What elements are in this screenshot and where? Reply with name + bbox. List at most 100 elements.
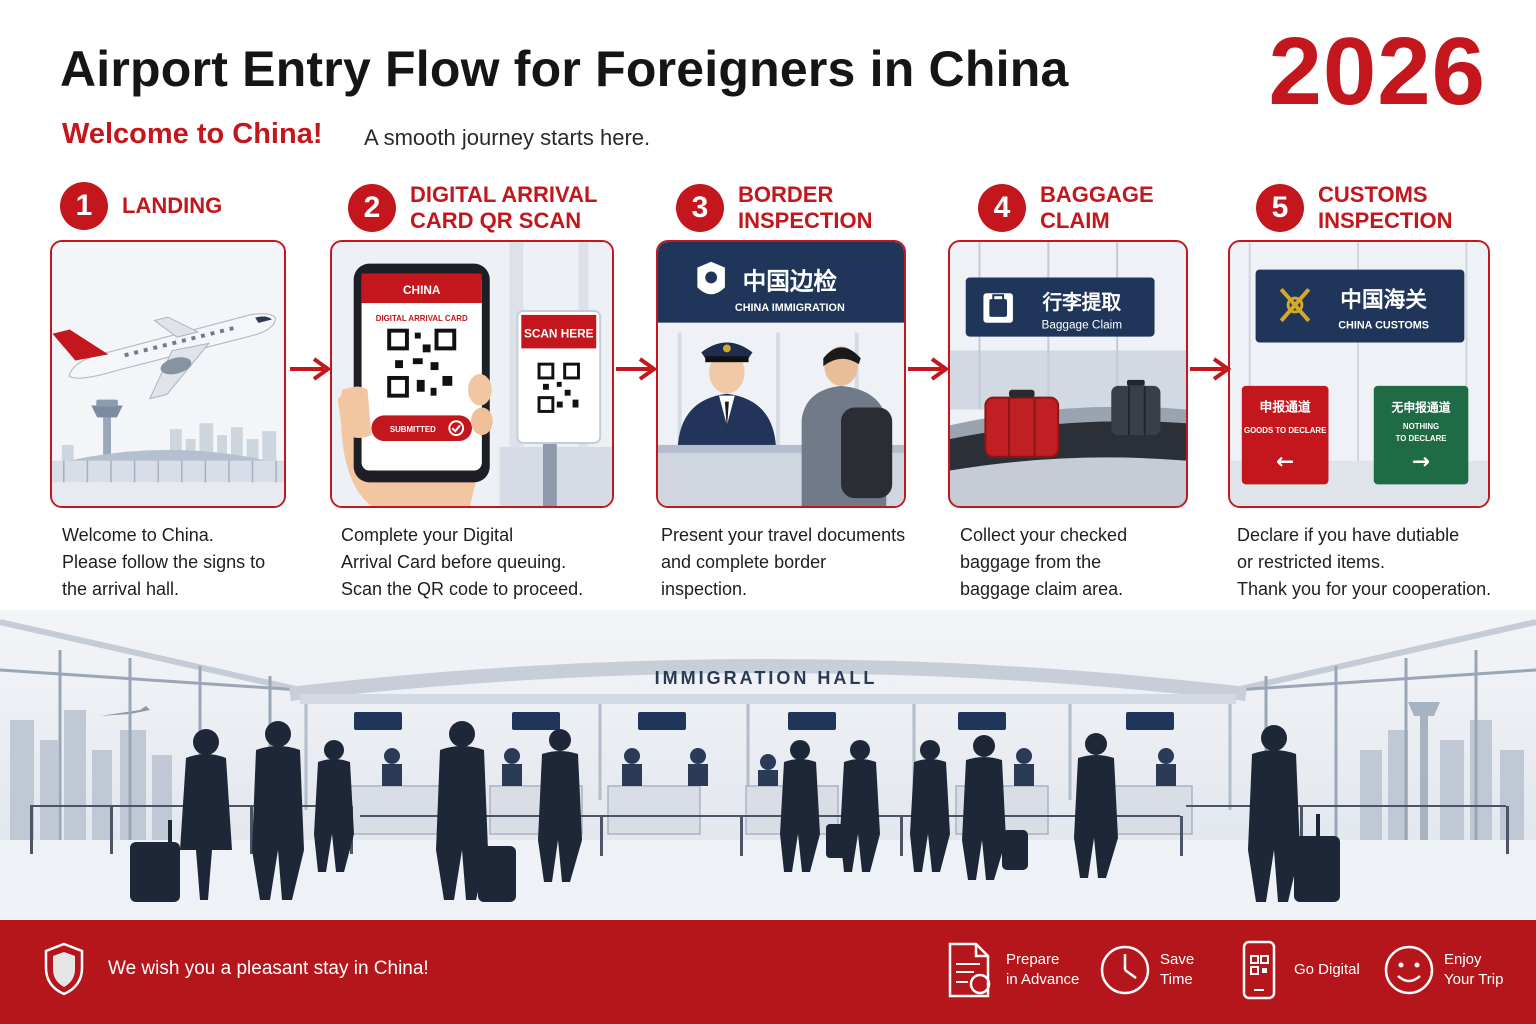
tagline: A smooth journey starts here. <box>364 125 651 150</box>
kiosk-label: SCAN HERE <box>524 327 594 341</box>
green-channel-sign: 无申报通道 NOTHING TO DECLARE → <box>1373 385 1469 485</box>
traveler-silhouette <box>962 735 1028 880</box>
customs-scene: 中国海关 CHINA CUSTOMS 申报通道 GOODS TO DECLARE… <box>1230 242 1488 506</box>
footer-bar: We wish you a pleasant stay in China! Pr… <box>0 920 1536 1024</box>
traveler-silhouette <box>538 729 582 882</box>
qr-scan-scene: SCAN HERE CHINA DIGITAL ARRIVAL CARD <box>332 242 612 506</box>
left-arrow-icon: ← <box>1276 450 1294 475</box>
red-channel-zh: 申报通道 <box>1260 399 1311 415</box>
step-5-title: CUSTOMS INSPECTION <box>1318 182 1453 233</box>
feature-save-time: Save Time <box>1098 940 1194 1000</box>
step-2-title: DIGITAL ARRIVAL CARD QR SCAN <box>410 182 598 233</box>
feature-save-time-label: Save Time <box>1160 951 1195 988</box>
luggage-sign-icon <box>983 293 1013 323</box>
red-channel-en: GOODS TO DECLARE <box>1244 426 1326 435</box>
page-title: Airport Entry Flow for Foreigners in Chi… <box>60 41 1069 97</box>
step-2-description: Complete your Digital Arrival Card befor… <box>341 525 584 599</box>
step-4-title: BAGGAGE CLAIM <box>1040 182 1154 233</box>
step-5-description: Declare if you have dutiable or restrict… <box>1237 525 1492 599</box>
step-4-illustration: 行李提取 Baggage Claim <box>948 240 1188 508</box>
phone-card-title: DIGITAL ARRIVAL CARD <box>376 314 468 323</box>
hall-label: IMMIGRATION HALL <box>655 668 878 688</box>
grey-suitcase-icon <box>1111 379 1161 436</box>
step-3-header: 3 BORDER INSPECTION <box>676 182 872 234</box>
step-2-number: 2 <box>348 184 396 232</box>
red-channel-sign: 申报通道 GOODS TO DECLARE ← <box>1241 385 1329 485</box>
flow-arrow-2-icon <box>616 357 658 381</box>
kiosk-qr-icon <box>537 360 581 416</box>
customs-sign-en: CHINA CUSTOMS <box>1338 320 1429 332</box>
distant-plane-icon <box>100 706 150 716</box>
step-2-illustration: SCAN HERE CHINA DIGITAL ARRIVAL CARD <box>330 240 614 508</box>
green-channel-en-2: TO DECLARE <box>1396 434 1447 443</box>
step-4-header: 4 BAGGAGE CLAIM <box>978 182 1154 234</box>
feature-go-digital-label: Go Digital <box>1294 961 1360 978</box>
year-label: 2026 <box>1268 18 1486 125</box>
airplane-icon <box>52 313 277 400</box>
baggage-sign-zh: 行李提取 <box>1041 291 1121 314</box>
step-4-description: Collect your checked baggage from the ba… <box>960 525 1128 599</box>
landing-scene <box>52 242 284 506</box>
traveler-silhouette <box>130 729 232 902</box>
traveler-silhouette <box>910 740 950 872</box>
step-1-description: Welcome to China. Please follow the sign… <box>62 525 266 599</box>
traveler-silhouette <box>314 740 354 872</box>
customs-emblem-icon <box>1279 287 1311 323</box>
step-5-number: 5 <box>1256 184 1304 232</box>
smiley-icon <box>1384 945 1434 995</box>
baggage-sign-en: Baggage Claim <box>1041 318 1122 332</box>
step-4-number: 4 <box>978 184 1026 232</box>
step-1-header: 1 LANDING <box>60 182 222 230</box>
right-control-tower-icon <box>1408 702 1440 840</box>
feature-go-digital: Go Digital <box>1232 940 1360 1000</box>
step-1-illustration <box>50 240 286 508</box>
control-tower-icon <box>91 399 123 465</box>
feature-prepare-label: Prepare in Advance <box>1006 951 1080 988</box>
traveler-silhouette <box>1248 725 1340 902</box>
feature-enjoy-label: Enjoy Your Trip <box>1444 951 1504 988</box>
traveler-silhouette <box>252 721 304 900</box>
document-icon <box>948 942 991 998</box>
green-channel-zh: 无申报通道 <box>1391 400 1451 414</box>
step-3-title: BORDER INSPECTION <box>738 182 873 233</box>
phone-status: SUBMITTED <box>390 425 436 434</box>
right-arrow-icon: → <box>1412 450 1430 475</box>
immigration-hall-scene: IMMIGRATION HALL <box>0 610 1536 922</box>
step-2-header: 2 DIGITAL ARRIVAL CARD QR SCAN <box>348 182 597 234</box>
traveler-silhouette <box>1074 733 1118 878</box>
flow-arrow-4-icon <box>1190 357 1232 381</box>
clock-icon <box>1100 945 1150 995</box>
feature-prepare: Prepare in Advance <box>944 940 1079 1000</box>
feature-enjoy: Enjoy Your Trip <box>1382 940 1503 1000</box>
step-5-header: 5 CUSTOMS INSPECTION <box>1256 182 1452 234</box>
welcome-heading: Welcome to China! <box>62 118 323 150</box>
traveler-silhouette <box>436 721 516 902</box>
border-inspection-scene: 中国边检 CHINA IMMIGRATION <box>658 242 904 506</box>
step-5-illustration: 中国海关 CHINA CUSTOMS 申报通道 GOODS TO DECLARE… <box>1228 240 1490 508</box>
step-3-number: 3 <box>676 184 724 232</box>
customs-sign-zh: 中国海关 <box>1340 287 1427 313</box>
step-1-title: LANDING <box>122 193 223 218</box>
phone-qr-icon <box>1242 940 1276 1000</box>
phone-qr-icon <box>387 328 457 398</box>
footer-message: We wish you a pleasant stay in China! <box>108 958 429 979</box>
step-3-description: Present your travel documents and comple… <box>661 525 906 599</box>
traveler <box>801 346 893 506</box>
flow-arrow-3-icon <box>908 357 950 381</box>
hand-phone: CHINA DIGITAL ARRIVAL CARD SUBMITTED <box>337 263 493 506</box>
traveler-silhouette <box>840 740 880 872</box>
green-channel-en-1: NOTHING <box>1403 422 1439 431</box>
immigration-sign-en: CHINA IMMIGRATION <box>735 302 845 314</box>
officer <box>677 342 777 449</box>
step-1-number: 1 <box>60 182 108 230</box>
phone-header: CHINA <box>403 283 441 297</box>
scan-kiosk: SCAN HERE <box>516 309 602 506</box>
red-suitcase-icon <box>984 389 1060 458</box>
shield-icon <box>44 942 84 996</box>
baggage-claim-scene: 行李提取 Baggage Claim <box>950 242 1186 506</box>
immigration-sign-zh: 中国边检 <box>743 267 838 295</box>
step-3-illustration: 中国边检 CHINA IMMIGRATION <box>656 240 906 508</box>
flow-arrow-1-icon <box>290 357 332 381</box>
immigration-emblem-icon <box>697 261 725 295</box>
